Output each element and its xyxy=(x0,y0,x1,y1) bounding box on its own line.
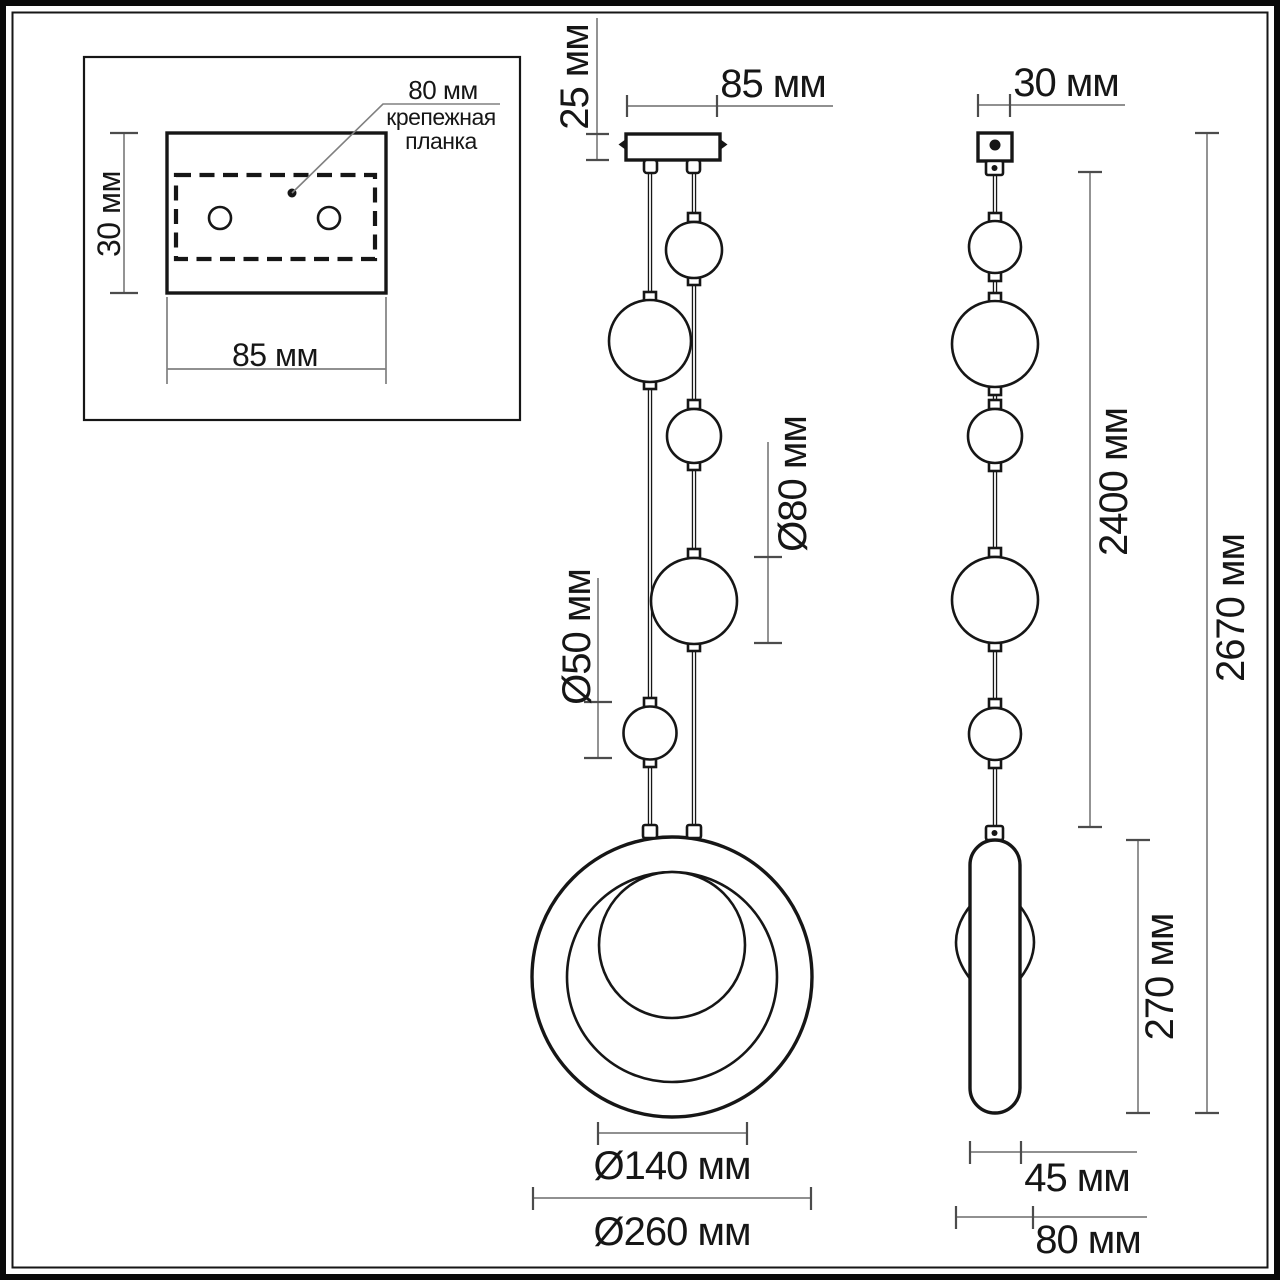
dim-label-hole-spacing: 80 мм xyxy=(408,75,478,105)
dim-label-small-bead: Ø50 мм xyxy=(555,569,599,705)
ring-connector-right xyxy=(685,823,703,840)
side-bead-4 xyxy=(950,555,1040,645)
canopy-tab-left xyxy=(618,139,626,150)
side-bead-2 xyxy=(950,299,1040,389)
bead-right-large xyxy=(649,556,739,646)
bead-right-middle xyxy=(665,407,723,465)
mounting-bar-dashed-rect xyxy=(173,172,378,262)
mounting-bar-note-line2: планка xyxy=(405,128,477,154)
side-bead-1 xyxy=(967,219,1023,275)
canopy-plan-rect xyxy=(165,131,388,295)
mounting-bar-note-line1: крепежная xyxy=(386,103,496,130)
dim-label-cord-length: 2400 мм xyxy=(1092,407,1136,557)
canopy xyxy=(624,132,722,162)
dim-label-inner-sphere: Ø140 мм xyxy=(593,1144,752,1188)
leader-line xyxy=(291,103,500,194)
side-bead-5 xyxy=(967,706,1023,762)
canopy-tab-right xyxy=(720,139,728,150)
front-view xyxy=(530,18,833,1210)
dim-label-pendant-height: 270 мм xyxy=(1138,913,1182,1041)
dim-label-inset-height: 30 мм xyxy=(91,171,127,257)
dim-label-outer-ring: Ø260 мм xyxy=(593,1210,752,1254)
mounting-bar-note: крепежная планка xyxy=(386,103,496,154)
mounting-plate-inset xyxy=(82,55,522,422)
side-view xyxy=(950,94,1219,1229)
inset-box xyxy=(82,55,522,422)
bead-right-top xyxy=(664,220,724,280)
dim-label-canopy-height: 25 мм xyxy=(553,24,597,130)
cord-grip-left xyxy=(642,158,659,175)
inner-frame xyxy=(11,11,1269,1269)
cord-grip-right xyxy=(685,158,702,175)
side-mount-dot xyxy=(989,139,1001,151)
dim-label-large-bead: Ø80 мм xyxy=(771,416,815,552)
dim-label-canopy-width: 85 мм xyxy=(720,62,827,106)
bead-left-small xyxy=(622,705,678,761)
bead-left-large xyxy=(607,298,693,384)
ring-connector-left xyxy=(641,823,659,840)
dim-label-mount-width: 30 мм xyxy=(1013,61,1120,105)
screw-hole-right xyxy=(316,205,342,231)
inner-sphere xyxy=(597,870,747,1020)
screw-hole-left xyxy=(207,205,233,231)
dim-label-pendant-width: 45 мм xyxy=(1024,1156,1131,1200)
dim-label-inset-width: 85 мм xyxy=(232,337,318,373)
side-bead-3 xyxy=(966,407,1024,465)
pendant-capsule xyxy=(968,838,1022,1115)
dim-label-total-height: 2670 мм xyxy=(1209,533,1253,683)
dim-label-pendant-depth: 80 мм xyxy=(1035,1218,1142,1262)
